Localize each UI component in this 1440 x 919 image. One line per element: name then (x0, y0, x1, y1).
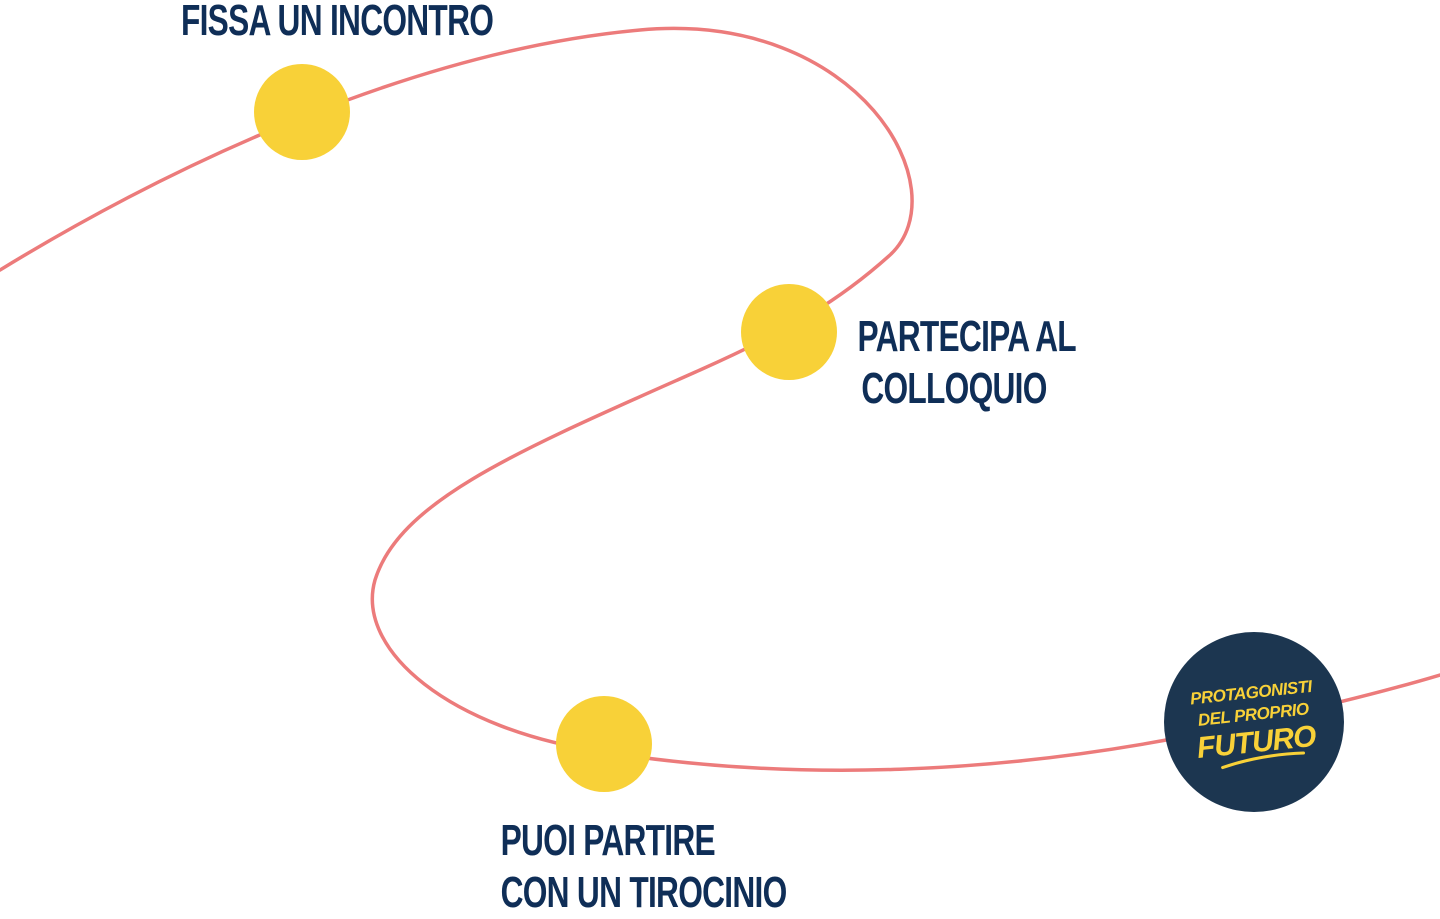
step-2-label: PARTECIPA AL COLLOQUIO (857, 311, 1077, 415)
badge-underline (1221, 751, 1306, 770)
step-2-label-line-1: PARTECIPA AL (857, 312, 1077, 361)
step-3-label: PUOI PARTIRE CON UN TIROCINIO (500, 815, 788, 919)
step-3-dot (556, 696, 652, 792)
step-2-dot (741, 284, 837, 380)
step-1-dot (254, 64, 350, 160)
step-1-label: FISSA UN INCONTRO (180, 0, 494, 47)
journey-path (0, 26, 1440, 772)
step-1-label-line-1: FISSA UN INCONTRO (180, 0, 494, 45)
step-3-label-line-1: PUOI PARTIRE (500, 816, 716, 865)
badge: PROTAGONISTI DEL PROPRIO FUTURO (1164, 632, 1344, 812)
badge-circle (1164, 632, 1344, 812)
step-3-label-line-2: CON UN TIROCINIO (500, 868, 788, 917)
step-2-label-line-2: COLLOQUIO (861, 364, 1047, 413)
